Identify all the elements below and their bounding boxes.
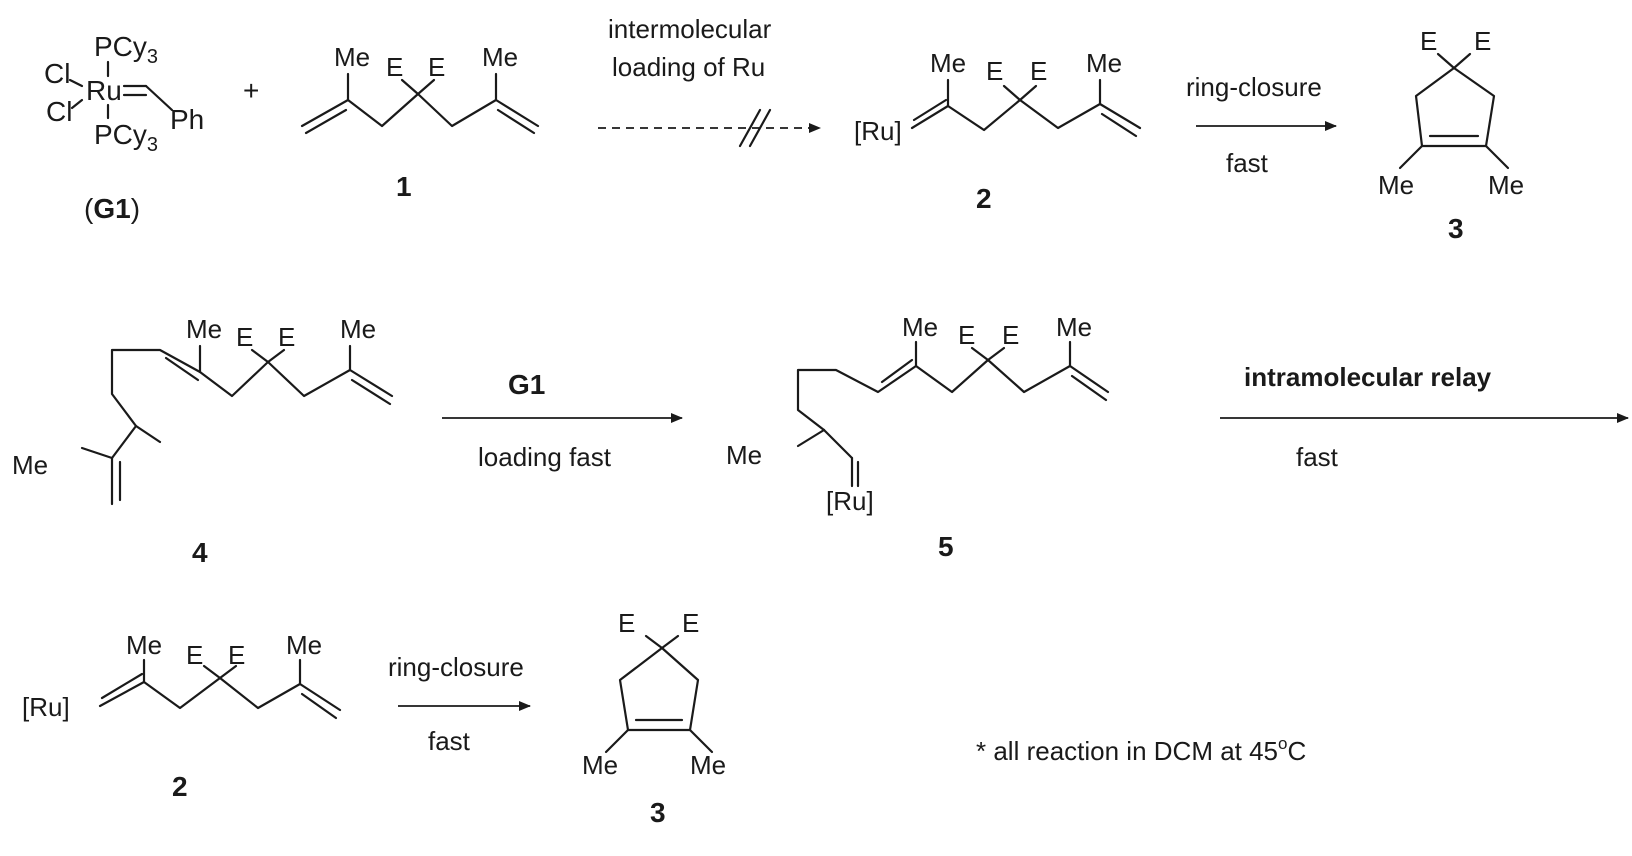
svg-text:E: E [986,56,1003,86]
ligand-pcy3-bottom: PCy3 [94,119,158,156]
compound-label-4: 4 [192,537,208,568]
svg-text:Me: Me [186,314,222,344]
compound-4: Me E E Me Me 4 [12,314,394,568]
svg-text:E: E [428,52,445,82]
svg-text:Me: Me [930,48,966,78]
compound-label-1: 1 [396,171,412,202]
svg-text:[Ru]: [Ru] [22,692,70,722]
compound-label-3-bottom: 3 [650,797,666,828]
svg-text:Me: Me [690,750,726,780]
svg-text:loading fast: loading fast [478,442,612,472]
svg-text:Me: Me [340,314,376,344]
plus-sign: + [243,75,259,106]
compound-2-top: [Ru] Me E E Me 2 [854,48,1142,214]
svg-text:[Ru]: [Ru] [854,116,902,146]
chloride-bottom: Cl [46,96,72,127]
compound-label-2: 2 [976,183,992,214]
svg-text:E: E [682,608,699,638]
svg-text:intermolecular: intermolecular [608,14,772,44]
compound-2-bottom: [Ru] Me E E Me 2 [22,630,342,802]
compound-label-3-top: 3 [1448,213,1464,244]
svg-text:E: E [618,608,635,638]
svg-text:Me: Me [1378,170,1414,200]
svg-text:fast: fast [428,726,471,756]
svg-text:E: E [386,52,403,82]
compound-3-bottom: E E Me Me 3 [582,608,726,828]
chloride-top: Cl [44,58,70,89]
svg-text:G1: G1 [508,369,545,400]
svg-text:E: E [186,640,203,670]
svg-text:E: E [1030,56,1047,86]
grubbs-catalyst-g1: PCy3 Cl Ru Cl PCy3 Ph (G1) [44,31,204,224]
ring-closure-arrow-top: ring-closure fast [1186,72,1337,178]
compound-label-2-bottom: 2 [172,771,188,802]
phenyl-group: Ph [170,104,204,135]
svg-text:Me: Me [726,440,762,470]
svg-text:E: E [958,320,975,350]
compound-1: Me E E Me 1 [300,42,540,202]
compound-3-top: E E Me Me 3 [1378,26,1524,244]
svg-text:E: E [278,322,295,352]
intramolecular-relay-arrow: intramolecular relay fast [1220,362,1629,472]
svg-text:E: E [1474,26,1491,56]
svg-text:ring-closure: ring-closure [1186,72,1322,102]
svg-text:E: E [236,322,253,352]
svg-text:E: E [1420,26,1437,56]
svg-text:loading of Ru: loading of Ru [612,52,765,82]
svg-text:ring-closure: ring-closure [388,652,524,682]
svg-text:E: E [1002,320,1019,350]
svg-text:[Ru]: [Ru] [826,486,874,516]
footnote: * all reaction in DCM at 45oC [976,734,1306,766]
svg-text:Me: Me [286,630,322,660]
svg-text:fast: fast [1226,148,1269,178]
g1-loading-arrow: G1 loading fast [442,369,683,472]
svg-text:Me: Me [902,312,938,342]
blocked-intermolecular-arrow: intermolecular loading of Ru [598,14,821,148]
ring-closure-arrow-bottom: ring-closure fast [388,652,531,756]
catalyst-label: (G1) [84,193,140,224]
svg-text:E: E [228,640,245,670]
svg-text:Me: Me [12,450,48,480]
svg-text:fast: fast [1296,442,1339,472]
svg-text:Me: Me [1056,312,1092,342]
svg-text:Me: Me [582,750,618,780]
ruthenium-center: Ru [86,75,122,106]
compound-5: Me E E Me Me [Ru] 5 [726,312,1110,562]
svg-text:Me: Me [1488,170,1524,200]
svg-text:Me: Me [334,42,370,72]
ligand-pcy3-top: PCy3 [94,31,158,68]
svg-text:Me: Me [482,42,518,72]
svg-text:intramolecular relay: intramolecular relay [1244,362,1492,392]
compound-label-5: 5 [938,531,954,562]
svg-text:Me: Me [126,630,162,660]
svg-text:Me: Me [1086,48,1122,78]
